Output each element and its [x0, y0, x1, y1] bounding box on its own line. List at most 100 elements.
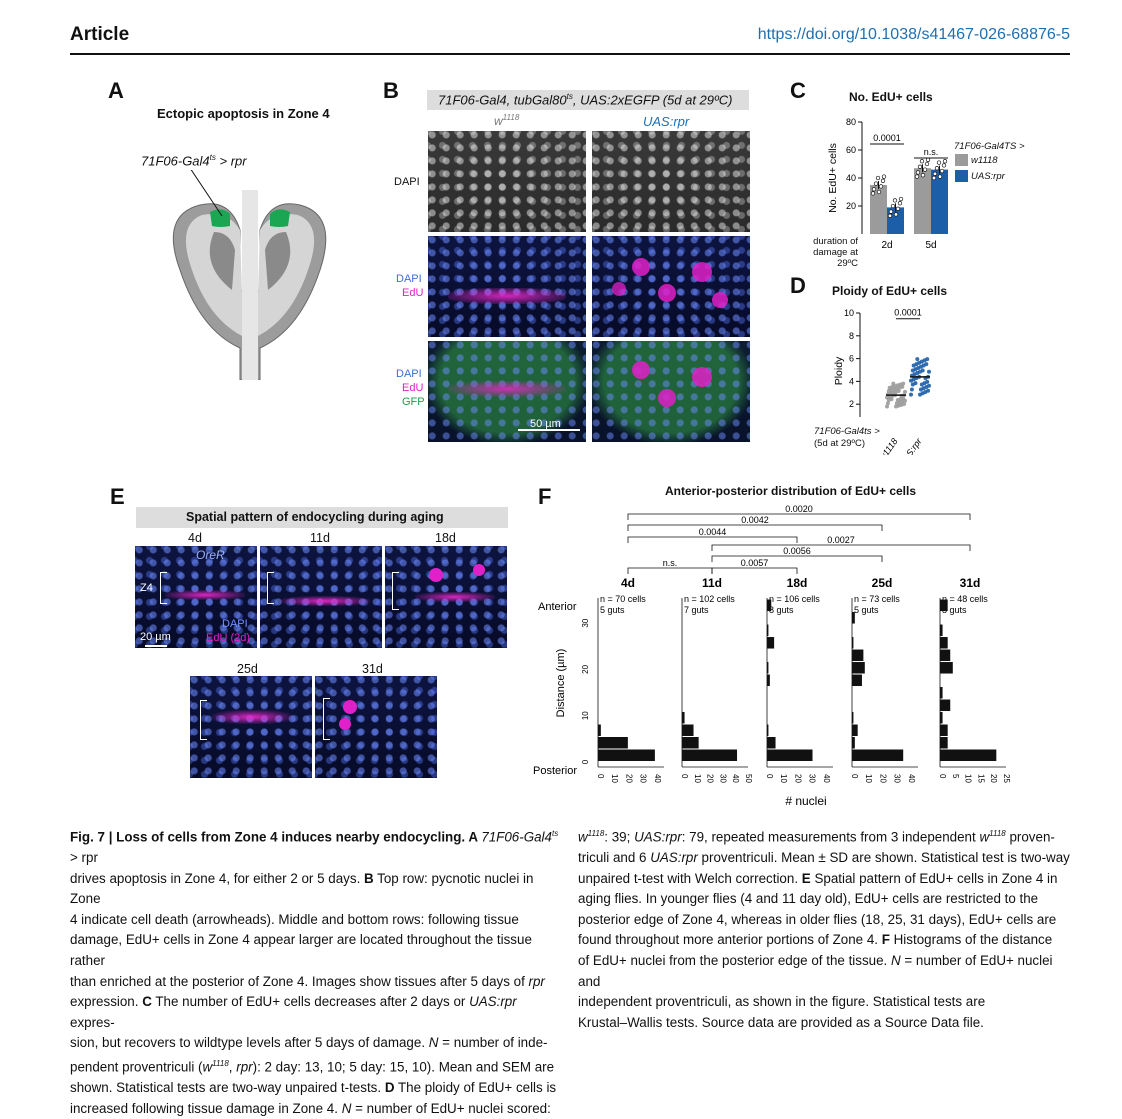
histogram-bar — [682, 749, 738, 761]
caption-fragment: increased following tissue damage in Zon… — [70, 1100, 342, 1116]
data-point — [914, 174, 920, 179]
chart-d-group-label: 71F06-Gal4ts > — [814, 426, 880, 437]
histogram-bar — [852, 662, 865, 674]
data-point — [885, 401, 890, 406]
caption-fragment: 1118 — [989, 829, 1006, 838]
histogram-bar — [682, 737, 699, 749]
chart-c-legend-rpr: UAS:rpr — [971, 171, 1005, 182]
panel-e-zone-label: Z4 — [140, 582, 153, 594]
caption-fragment: expression. — [70, 994, 143, 1010]
histogram-bar — [598, 737, 628, 749]
legend-swatch-control — [955, 154, 968, 166]
histogram-bar — [940, 662, 953, 674]
histogram-bar — [940, 624, 943, 637]
caption-fragment: shown. Statistical tests are two-way unp… — [70, 1080, 385, 1096]
panel-b-col-control: w1118 — [494, 113, 520, 128]
data-point — [880, 178, 886, 183]
edu-nucleus — [692, 262, 712, 282]
scale-bar — [518, 429, 580, 431]
comparison-bracket — [627, 524, 883, 531]
significance-label: 0.0001 — [873, 133, 901, 143]
panel-e-strain: OreR — [196, 548, 225, 562]
caption-fragment: C — [142, 994, 152, 1010]
caption-fragment: ): 2 day: 13, 10; 5 day: 15, 10). Mean a… — [252, 1059, 555, 1075]
caption-line: independent proventriculi, as shown in t… — [578, 992, 1073, 1013]
x-tick-label: 40 — [907, 774, 916, 783]
data-point — [903, 389, 907, 394]
histogram-bar — [940, 724, 948, 737]
article-label: Article — [70, 24, 130, 45]
caption-line: of EdU+ nuclei from the posterior edge o… — [578, 951, 1073, 992]
histogram-bar — [940, 687, 943, 699]
data-point — [873, 181, 879, 186]
x-tick-label: 20 — [989, 774, 998, 783]
x-tick-label: 20 — [793, 774, 802, 783]
data-point — [909, 378, 913, 383]
x-tick-label: 0 — [680, 774, 689, 779]
caption-fragment: proventriculi. Mean ± SD are shown. Stat… — [697, 850, 1070, 866]
edu-nucleus — [692, 367, 712, 387]
y-axis-label: No. EdU+ cells — [827, 143, 839, 213]
micrograph-dapi-control — [428, 131, 586, 232]
caption-fragment: B — [364, 870, 374, 886]
edu-signal — [280, 596, 370, 606]
doi-link[interactable]: https://doi.org/10.1038/s41467-026-68876… — [757, 26, 1070, 43]
histogram-n-cells: n = 70 cells — [600, 594, 646, 604]
panel-b-row3-dapi: DAPI — [396, 368, 422, 380]
data-point — [885, 395, 889, 400]
bar — [887, 207, 904, 234]
comparison-label: 0.0056 — [783, 546, 811, 556]
histogram-n-guts: 8 guts — [769, 605, 794, 615]
data-point — [909, 392, 913, 397]
x-tick-label: 0 — [938, 774, 947, 779]
data-point — [932, 171, 938, 176]
histogram-n-guts: 7 guts — [684, 605, 709, 615]
data-point — [878, 184, 884, 189]
zone-bracket — [267, 572, 274, 604]
histogram-n-guts: 5 guts — [854, 605, 879, 615]
caption-line: than enriched at the posterior of Zone 4… — [70, 972, 560, 993]
caption-left: Fig. 7 | Loss of cells from Zone 4 induc… — [70, 824, 560, 1119]
caption-line: found throughout more anterior portions … — [578, 930, 1073, 951]
caption-fragment: The ploidy of EdU+ cells is — [394, 1080, 557, 1096]
caption-fragment: , — [228, 1059, 237, 1075]
caption-fragment: > rpr — [70, 850, 98, 866]
caption-fragment: w — [202, 1059, 213, 1075]
y-tick-label: 6 — [849, 354, 854, 364]
caption-fragment: 1118 — [587, 829, 605, 838]
caption-fragment: independent proventriculi, as shown in t… — [578, 994, 986, 1010]
panel-b-col-rpr: UAS:rpr — [643, 114, 690, 129]
caption-fragment: Spatial pattern of EdU+ cells in Zone 4 … — [810, 870, 1058, 886]
chart-c-title: No. EdU+ cells — [849, 90, 933, 104]
data-point — [886, 389, 891, 394]
x-tick-label: 50 — [744, 774, 753, 783]
edu-nucleus — [632, 361, 650, 379]
data-point — [931, 175, 937, 181]
x-tick-label: 20 — [624, 774, 633, 783]
caption-fragment: = number of inde- — [438, 1035, 548, 1051]
y-axis-label: Ploidy — [834, 356, 845, 385]
x-tick-label: 0 — [596, 774, 605, 779]
caption-fragment: rpr — [236, 1059, 253, 1075]
histogram-n-cells: n = 48 cells — [942, 594, 988, 604]
caption-fragment: : 79, repeated measurements from 3 indep… — [681, 829, 980, 845]
x-tick-label: 10 — [693, 774, 702, 783]
caption-line: drives apoptosis in Zone 4, for either 2… — [70, 869, 560, 910]
data-point — [942, 159, 948, 164]
comparison-bracket — [711, 567, 798, 574]
histogram-bar — [767, 724, 769, 737]
data-point — [891, 381, 896, 386]
panel-a-driver: 71F06-Gal4ts > rpr — [141, 153, 247, 169]
panel-b-row2-edu: EdU — [402, 287, 424, 299]
histogram-bar — [598, 724, 601, 737]
data-point — [911, 363, 916, 368]
y-axis-label: Distance (µm) — [555, 649, 567, 718]
x-tick-label: w1118 — [877, 436, 900, 455]
data-point — [918, 392, 922, 397]
panel-e-letter: E — [110, 484, 125, 509]
micrograph-18d — [385, 546, 507, 648]
x-tick-label: 5 — [951, 774, 960, 779]
chart-c-legend-control: w1118 — [971, 155, 998, 166]
x-tick-label: 30 — [893, 774, 902, 783]
